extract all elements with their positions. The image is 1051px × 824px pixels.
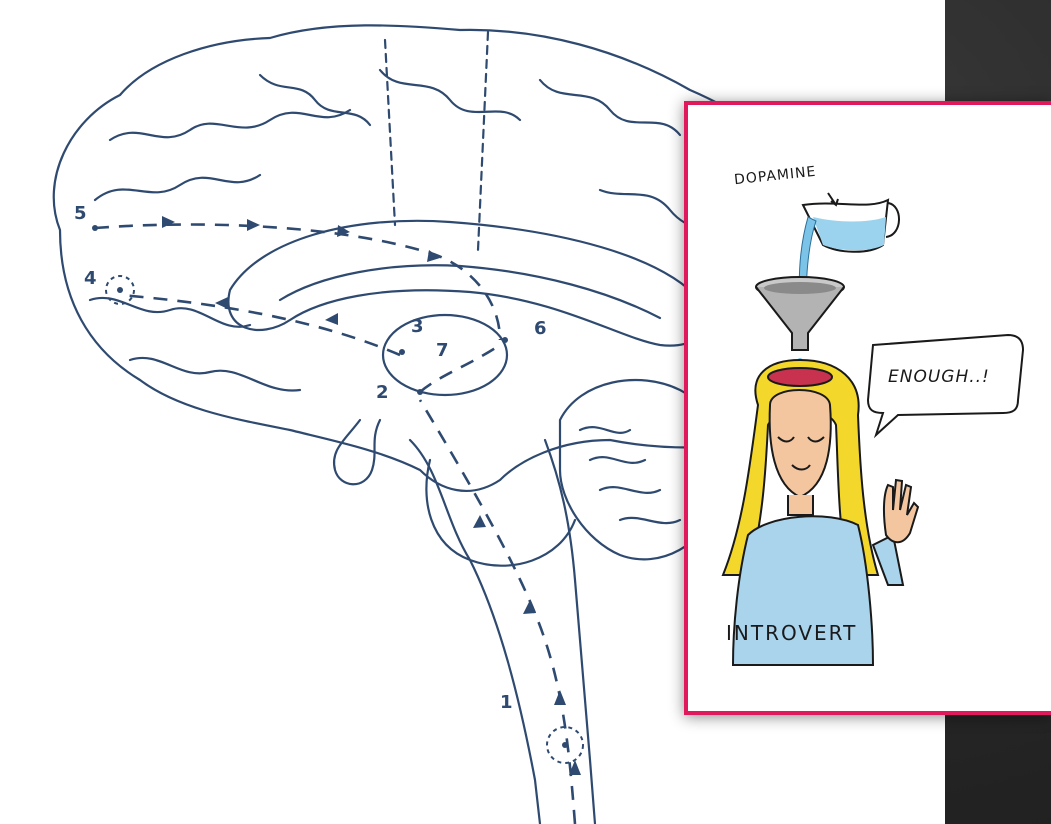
pitcher-icon <box>803 193 899 252</box>
introvert-label: INTROVERT <box>726 621 857 645</box>
pathway-number-5: 5 <box>74 203 87 224</box>
pathway-number-1: 1 <box>500 692 513 713</box>
introvert-cartoon-card: DOPAMINE ENOUGH..! INTROVERT <box>684 101 1051 715</box>
pathway-number-2: 2 <box>376 382 389 403</box>
pathway-number-7: 7 <box>436 340 449 361</box>
funnel-icon <box>756 277 844 350</box>
pathway-number-6: 6 <box>534 318 547 339</box>
face <box>770 390 831 497</box>
waving-hand-icon <box>884 480 918 542</box>
corpus-callosum <box>228 221 707 346</box>
pathway-number-3: 3 <box>411 316 424 337</box>
brainstem <box>410 440 595 824</box>
speech-text: ENOUGH..! <box>888 367 990 387</box>
pathway-number-4: 4 <box>84 268 97 289</box>
